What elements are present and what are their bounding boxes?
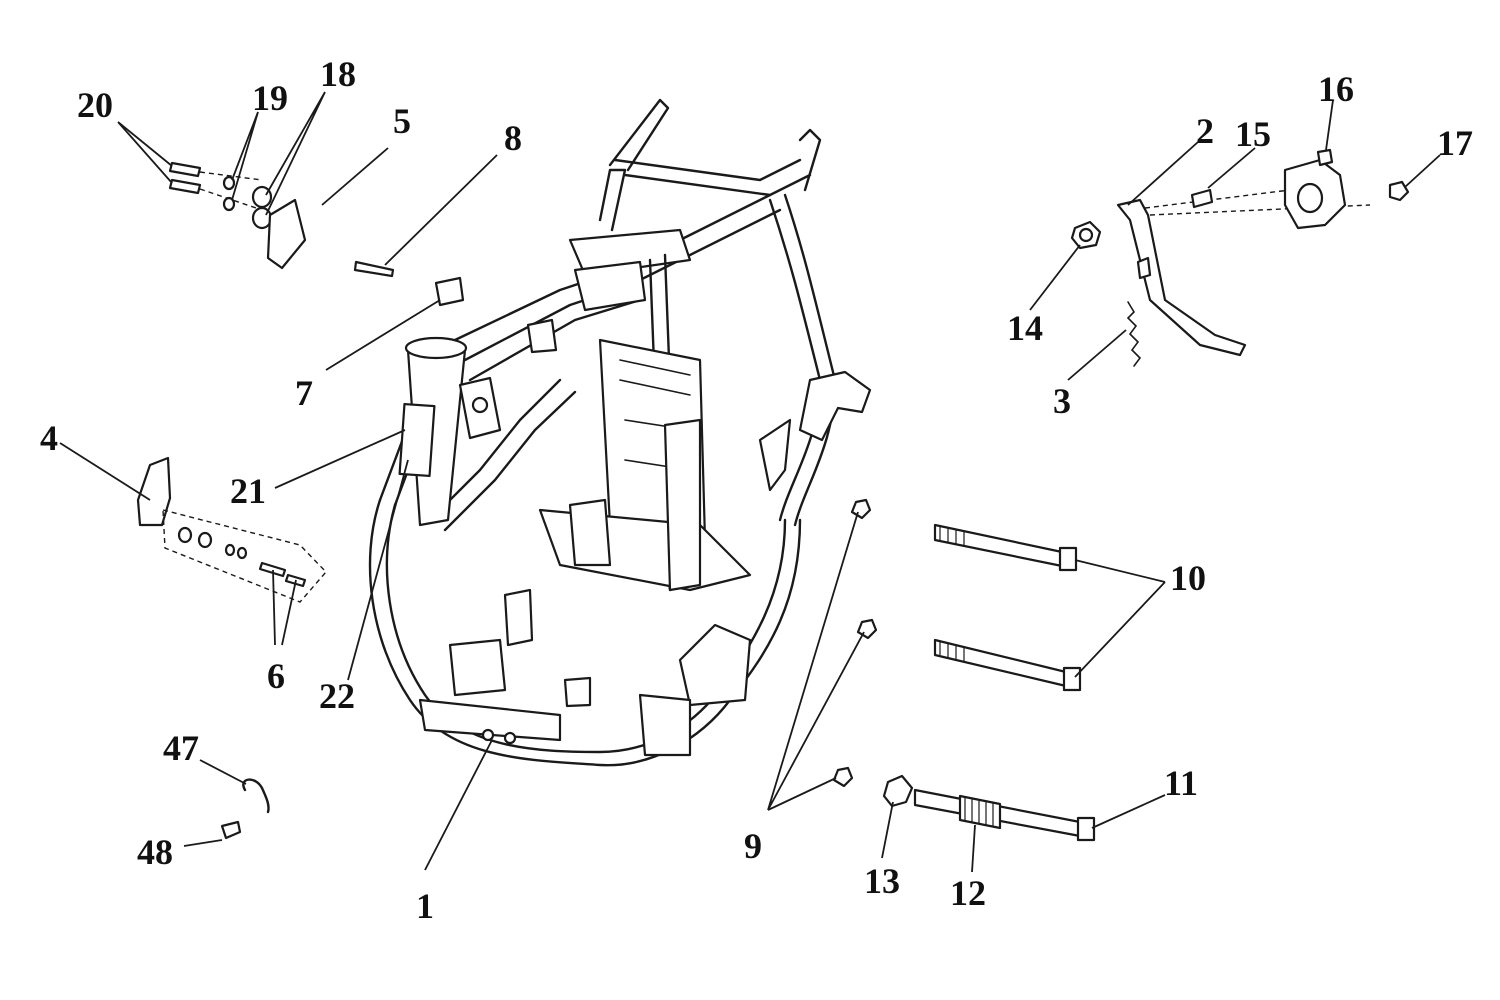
bracket-4 bbox=[136, 456, 172, 527]
callout-18: 18 bbox=[320, 54, 356, 94]
nut-13 bbox=[882, 774, 914, 808]
side-stand-assembly bbox=[1070, 148, 1410, 367]
callout-1: 1 bbox=[416, 886, 434, 926]
callout-16: 16 bbox=[1318, 69, 1354, 109]
callout-10: 10 bbox=[1170, 558, 1206, 598]
pin-15 bbox=[1190, 188, 1214, 209]
bolt-8 bbox=[353, 260, 395, 278]
callout-6: 6 bbox=[267, 656, 285, 696]
bushing-7 bbox=[434, 276, 465, 307]
washer-set-6 bbox=[177, 526, 307, 588]
threaded-sleeve-12 bbox=[958, 794, 1002, 830]
bolt-48 bbox=[220, 820, 242, 840]
callout-19: 19 bbox=[252, 78, 288, 118]
callout-4: 4 bbox=[40, 418, 58, 458]
callout-21: 21 bbox=[230, 471, 266, 511]
leader-lines bbox=[59, 91, 1441, 873]
callout-8: 8 bbox=[504, 118, 522, 158]
callout-7: 7 bbox=[295, 373, 313, 413]
long-bolt-pair-10 bbox=[933, 523, 1082, 692]
callout-13: 13 bbox=[864, 861, 900, 901]
callout-12: 12 bbox=[950, 873, 986, 913]
spring-3 bbox=[1126, 301, 1142, 367]
callout-15: 15 bbox=[1235, 114, 1271, 154]
callout-17: 17 bbox=[1437, 123, 1473, 163]
callout-14: 14 bbox=[1007, 308, 1043, 348]
callout-11: 11 bbox=[1164, 763, 1198, 803]
callout-2: 2 bbox=[1196, 111, 1214, 151]
nut-set-9 bbox=[832, 498, 878, 788]
washer-pair-19 bbox=[222, 175, 236, 212]
main-frame bbox=[368, 98, 872, 767]
bolt-pair-20 bbox=[168, 161, 263, 211]
callout-20: 20 bbox=[77, 85, 113, 125]
callout-3: 3 bbox=[1053, 381, 1071, 421]
pivot-bolt-assembly bbox=[882, 774, 1096, 842]
spring-clip-47 bbox=[242, 778, 270, 814]
side-stand-2 bbox=[1116, 198, 1247, 357]
callout-5: 5 bbox=[393, 101, 411, 141]
callout-22: 22 bbox=[319, 676, 355, 716]
callout-47: 47 bbox=[163, 728, 199, 768]
callout-48: 48 bbox=[137, 832, 173, 872]
mount-plate-5 bbox=[266, 198, 307, 270]
nut-17 bbox=[1388, 180, 1410, 202]
callout-9: 9 bbox=[744, 826, 762, 866]
callout-labels: 1 2 3 4 5 6 7 8 9 10 11 12 13 14 15 16 1… bbox=[40, 54, 1473, 926]
